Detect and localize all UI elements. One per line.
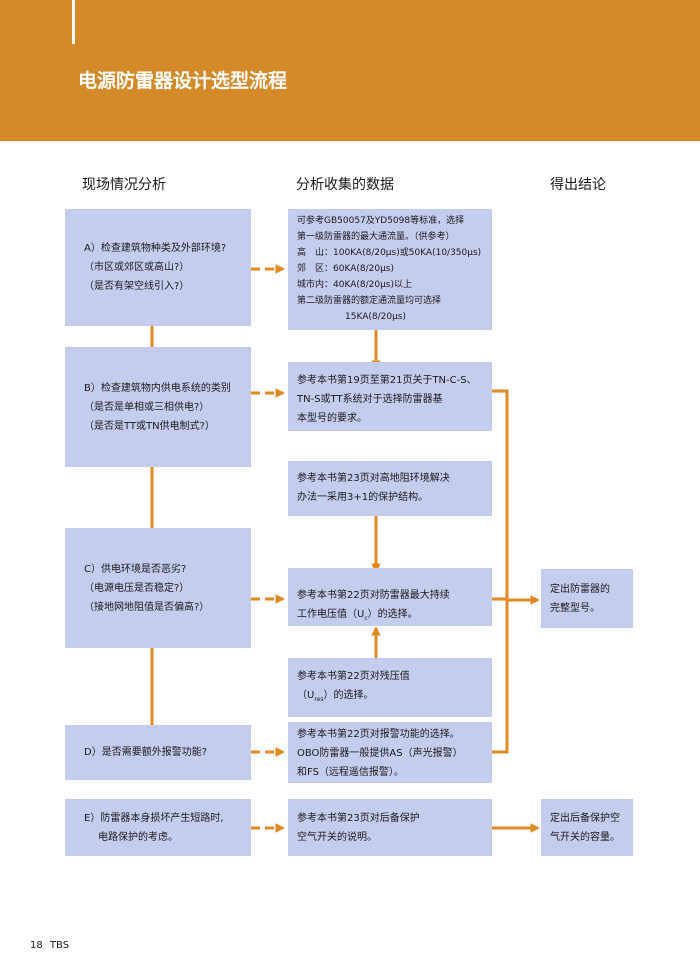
analysis-box-a: A）检查建筑物种类及外部环境? （市区或郊区或高山?） （是否有架空线引入?）	[65, 209, 251, 326]
conclusion-box-model: 定出防雷器的 完整型号。	[541, 569, 633, 628]
ground-resistance-line: 办法一采用3+1的保护结构。	[297, 492, 429, 503]
conclusion-breaker-line: 定出后备保护空	[550, 812, 620, 824]
page-footer: 18 TBS	[30, 940, 69, 951]
analysis-box-b: B）检查建筑物内供电系统的类别 （是否是单相或三相供电?） （是否是TT或TN供…	[65, 347, 251, 467]
standards-line: 第二级防雷器的额定通流量均可选择	[297, 296, 442, 306]
alarm-line: 和FS（远程遥信报警）。	[297, 767, 404, 778]
max-voltage-text: ）的选择。	[367, 609, 418, 620]
box-c-line: （电源电压是否稳定?）	[84, 582, 190, 594]
data-box-residual-voltage: 参考本书第22页对残压值 （Ures）的选择。	[288, 658, 492, 717]
box-c-line: （接地网地阻值是否偏高?）	[84, 601, 210, 613]
data-box-standards: 可参考GB50057及YD5098等标准，选择 第一级防雷器的最大通流量。（供参…	[288, 209, 492, 330]
box-a-line: （市区或郊区或高山?）	[84, 262, 190, 273]
box-b-line: B）检查建筑物内供电系统的类别	[84, 382, 231, 394]
data-box-ground-resistance: 参考本书第23页对高地阻环境解决 办法一采用3+1的保护结构。	[288, 461, 492, 516]
page-title: 电源防雷器设计选型流程	[78, 70, 288, 92]
backup-breaker-line: 空气开关的说明。	[297, 832, 377, 843]
box-e-line: 电路保护的考虑。	[98, 831, 178, 843]
standards-line: 郊 区：60KA(8/20μs)	[297, 264, 395, 274]
standards-line: 第一级防雷器的最大通流量。（供参考）	[297, 232, 455, 242]
standards-line: 可参考GB50057及YD5098等标准，选择	[297, 216, 465, 226]
conclusion-box-breaker: 定出后备保护空 气开关的容量。	[541, 799, 633, 856]
max-voltage-line: 参考本书第22页对防雷器最大持续	[297, 590, 450, 601]
system-type-line: 本型号的要求。	[297, 413, 367, 424]
residual-voltage-line: （Ures）的选择。	[297, 686, 492, 709]
data-box-max-voltage: 参考本书第22页对防雷器最大持续 工作电压值（Uc）的选择。	[288, 568, 492, 626]
residual-voltage-text: （U	[297, 690, 315, 701]
conclusion-model-line: 定出防雷器的	[550, 583, 610, 595]
conclusion-breaker-line: 气开关的容量。	[550, 831, 620, 843]
standards-line: 15KA(8/20μs)	[345, 312, 407, 322]
bracket-to-conclusion	[492, 389, 509, 754]
column-heading-data: 分析收集的数据	[296, 177, 394, 193]
column-heading-analysis: 现场情况分析	[82, 177, 166, 193]
max-voltage-text: 工作电压值（U	[297, 609, 365, 620]
analysis-box-e: E）防雷器本身损坏产生短路时, 电路保护的考虑。	[65, 799, 251, 856]
residual-voltage-subscript: res	[314, 696, 324, 703]
box-d-line: D）是否需要额外报警功能?	[84, 747, 208, 758]
backup-breaker-line: 参考本书第23页对后备保护	[297, 813, 420, 824]
column-heading-conclusion: 得出结论	[550, 177, 606, 193]
data-box-system-type: 参考本书第19页至第21页关于TN-C-S、 TN-S或TT系统对于选择防雷器基…	[288, 362, 492, 431]
box-a-line: （是否有架空线引入?）	[84, 281, 190, 292]
data-box-alarm: 参考本书第22页对报警功能的选择。 OBO防雷器一般提供AS（声光报警） 和FS…	[288, 722, 492, 783]
standards-line: 高 山：100KA(8/20μs)或50KA(10/350μs)	[297, 248, 482, 258]
alarm-line: 参考本书第22页对报警功能的选择。	[297, 729, 460, 740]
residual-voltage-text: ）的选择。	[323, 690, 374, 701]
header-band: 电源防雷器设计选型流程	[0, 0, 700, 141]
alarm-line: OBO防雷器一般提供AS（声光报警）	[297, 748, 463, 759]
system-type-line: TN-S或TT系统对于选择防雷器基	[297, 394, 443, 405]
residual-voltage-line: 参考本书第22页对残压值	[297, 671, 410, 682]
box-a-line: A）检查建筑物种类及外部环境?	[84, 243, 227, 254]
box-b-line: （是否是单相或三相供电?）	[84, 401, 210, 413]
max-voltage-line: 工作电压值（Uc）的选择。	[297, 605, 492, 628]
box-e-line: E）防雷器本身损坏产生短路时,	[84, 812, 224, 824]
standards-line: 城市内：40KA(8/20μs)以上	[297, 280, 413, 290]
footer-brand: TBS	[49, 940, 70, 951]
ground-resistance-line: 参考本书第23页对高地阻环境解决	[297, 473, 450, 484]
header-accent-line	[72, 0, 75, 44]
max-voltage-subscript: c	[364, 615, 368, 622]
data-box-backup-breaker: 参考本书第23页对后备保护 空气开关的说明。	[288, 799, 492, 856]
box-c-line: C）供电环境是否恶劣?	[84, 563, 187, 575]
page-number: 18	[30, 940, 43, 951]
analysis-box-c: C）供电环境是否恶劣? （电源电压是否稳定?） （接地网地阻值是否偏高?）	[65, 528, 251, 648]
system-type-line: 参考本书第19页至第21页关于TN-C-S、	[297, 375, 477, 386]
analysis-box-d: D）是否需要额外报警功能?	[65, 725, 251, 780]
conclusion-model-line: 完整型号。	[550, 602, 600, 614]
box-b-line: （是否是TT或TN供电制式?）	[84, 420, 215, 432]
